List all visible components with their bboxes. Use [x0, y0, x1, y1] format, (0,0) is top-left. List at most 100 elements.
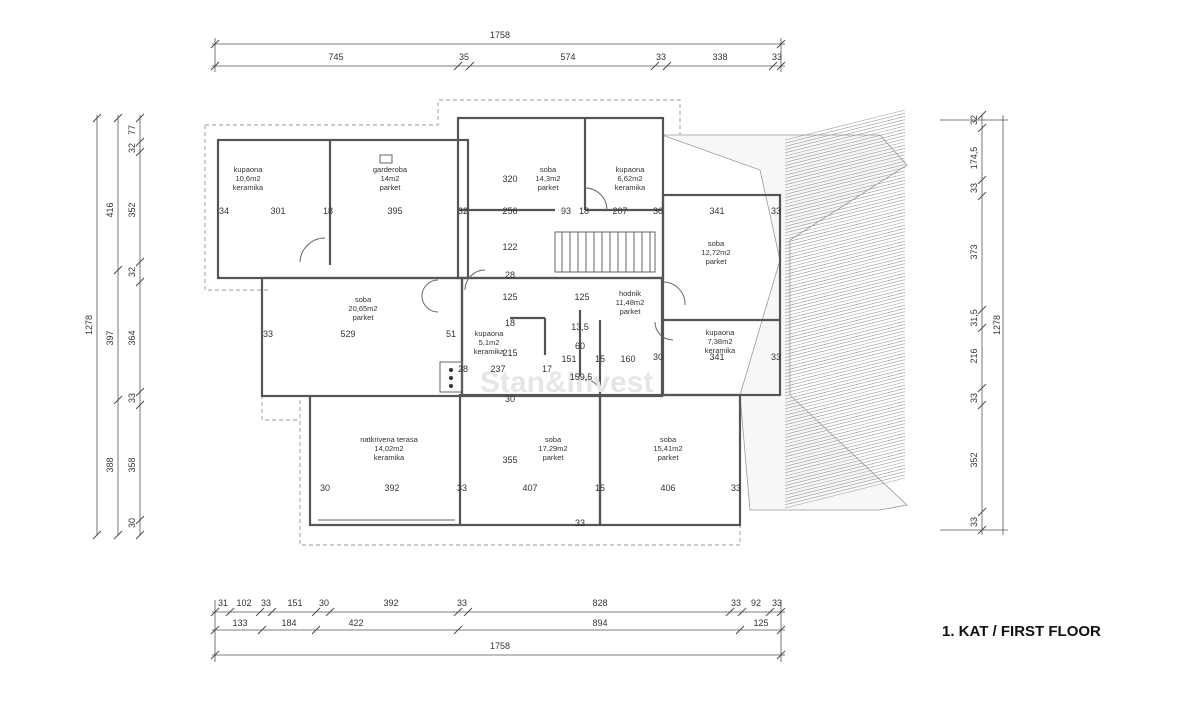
- inner-dimension: 122: [502, 242, 517, 252]
- inner-dimension: 18: [505, 318, 515, 328]
- room-area: 6,62m2: [617, 174, 642, 183]
- dimension-bottom-row1: 31: [218, 598, 228, 608]
- inner-dimension: 407: [522, 483, 537, 493]
- room-name: soba: [708, 239, 725, 248]
- room-area: 10,6m2: [235, 174, 260, 183]
- dimension-bottom-row1: 33: [731, 598, 741, 608]
- inner-dimension: 51: [446, 329, 456, 339]
- room-area: 12,72m2: [701, 248, 730, 257]
- inner-dimension: 341: [709, 352, 724, 362]
- room-name: kupaona: [475, 329, 505, 338]
- inner-dimension: 320: [502, 174, 517, 184]
- room-floor: keramika: [374, 453, 405, 462]
- inner-dimension: 33: [771, 206, 781, 216]
- drawing-title: 1. KAT / FIRST FLOOR: [942, 623, 1101, 640]
- room-area: 5,1m2: [479, 338, 500, 347]
- dimension-total-top: 1758: [490, 30, 510, 40]
- dimension-bottom-row1: 33: [457, 598, 467, 608]
- watermark: Stan&Invest: [480, 366, 653, 399]
- dimension-right-segment: 33: [969, 393, 979, 403]
- room-floor: parket: [380, 183, 402, 192]
- dimension-left-inner: 77: [127, 125, 137, 135]
- inner-dimension: 18: [323, 206, 333, 216]
- dimension-bottom-row2: 125: [753, 618, 768, 628]
- dimension-right-segment: 33: [969, 517, 979, 527]
- inner-dimension: 237: [490, 364, 505, 374]
- dimension-left-outer: 397: [105, 330, 115, 345]
- dimension-right-segment: 352: [969, 452, 979, 467]
- walls: [216, 116, 782, 527]
- room-area: 15,41m2: [653, 444, 682, 453]
- dimension-left-inner: 358: [127, 457, 137, 472]
- inner-dimension: 406: [660, 483, 675, 493]
- room-floor: keramika: [233, 183, 264, 192]
- inner-dimension: 125: [574, 292, 589, 302]
- inner-dimension: 18: [579, 206, 589, 216]
- dimension-bottom-row1: 151: [287, 598, 302, 608]
- dimension-left-outer: 416: [105, 202, 115, 217]
- dimension-total-right: 1278: [992, 315, 1002, 335]
- dimension-top-segment: 35: [459, 52, 469, 62]
- inner-dimension: 301: [270, 206, 285, 216]
- dimension-left-inner: 33: [127, 393, 137, 403]
- inner-dimension: 33: [263, 329, 273, 339]
- dimension-top-segment: 33: [656, 52, 666, 62]
- dimension-left-inner: 32: [127, 143, 137, 153]
- room-floor: parket: [353, 313, 375, 322]
- room-area: 11,48m2: [616, 298, 645, 307]
- inner-dimension: 30: [505, 394, 515, 404]
- inner-dimension: 15: [595, 354, 605, 364]
- room-name: soba: [660, 435, 677, 444]
- dimension-left-inner: 30: [127, 518, 137, 528]
- roof-hatching: [661, 109, 908, 511]
- inner-dimension: 159,5: [570, 372, 593, 382]
- dimension-bottom-row1: 33: [772, 598, 782, 608]
- dimension-right-segment: 373: [969, 244, 979, 259]
- inner-dimension: 30: [653, 206, 663, 216]
- dimension-bottom-row2: 894: [592, 618, 607, 628]
- inner-dimension: 256: [502, 206, 517, 216]
- inner-dimension: 207: [612, 206, 627, 216]
- dimension-bottom-row1: 828: [592, 598, 607, 608]
- room-name: kupaona: [234, 165, 264, 174]
- dashed-outline: [204, 99, 741, 546]
- inner-dimension: 151: [561, 354, 576, 364]
- dimension-bottom-row1: 33: [261, 598, 271, 608]
- dimension-top-segment: 33: [772, 52, 782, 62]
- dimension-bottom-row1: 392: [383, 598, 398, 608]
- room-name: kupaona: [616, 165, 646, 174]
- room-floor: parket: [658, 453, 680, 462]
- room-name: soba: [545, 435, 562, 444]
- inner-dimension: 355: [502, 455, 517, 465]
- inner-dimension: 13,5: [571, 322, 589, 332]
- inner-dimension: 529: [340, 329, 355, 339]
- dimension-left-inner: 364: [127, 330, 137, 345]
- inner-dimension: 33: [575, 518, 585, 528]
- room-floor: parket: [543, 453, 565, 462]
- inner-dimension: 125: [502, 292, 517, 302]
- room-area: 17,29m2: [538, 444, 567, 453]
- dimension-top-segment: 338: [712, 52, 727, 62]
- dimension-total-left: 1278: [84, 315, 94, 335]
- dimension-right-segment: 31,5: [969, 309, 979, 327]
- dimension-left-inner: 352: [127, 202, 137, 217]
- room-name: kupaona: [706, 328, 736, 337]
- dimension-top-segment: 745: [328, 52, 343, 62]
- dimension-bottom-row2: 422: [348, 618, 363, 628]
- room-floor: keramika: [705, 346, 736, 355]
- inner-dimension: 15: [595, 483, 605, 493]
- room-floor: keramika: [615, 183, 646, 192]
- dimension-bottom-row1: 30: [319, 598, 329, 608]
- room-name: natkrivena terasa: [360, 435, 418, 444]
- dimension-right-segment: 174,5: [969, 147, 979, 170]
- room-area: 14,02m2: [374, 444, 403, 453]
- inner-dimension: 28: [505, 270, 515, 280]
- inner-dimension: 33: [731, 483, 741, 493]
- dimension-right-segment: 33: [969, 183, 979, 193]
- room-name: soba: [355, 295, 372, 304]
